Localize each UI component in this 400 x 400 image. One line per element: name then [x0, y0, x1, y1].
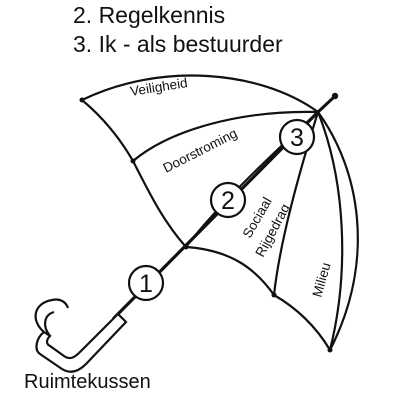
canopy-right-edge: [316, 110, 359, 352]
marker-2-label: 2: [221, 187, 235, 215]
tip-knob: [331, 92, 339, 100]
footer-label: Ruimtekussen: [24, 371, 151, 393]
canopy-rib-4: [316, 110, 344, 352]
canopy-scallop-2: [131, 159, 188, 249]
marker-2: 2: [209, 181, 247, 219]
handle-grip: [35, 312, 128, 373]
canopy-rib-1: [131, 110, 320, 163]
canopy-scallop-4: [272, 293, 332, 352]
canopy-scallop-1: [80, 98, 135, 163]
canopy-point-2: [130, 158, 136, 164]
handle-hook: [34, 298, 70, 333]
panel-label-doorstroming: Doorstroming: [161, 126, 240, 176]
marker-3-label: 3: [290, 124, 304, 152]
canopy-point-4: [271, 292, 277, 298]
marker-3-circle: [278, 118, 316, 156]
umbrella-tip: [316, 92, 339, 114]
marker-1-circle: [127, 264, 165, 302]
umbrella-handle: [34, 298, 128, 373]
panel-label-veiligheid: Veiligheid: [129, 75, 188, 99]
canopy-point-5: [327, 347, 333, 353]
panel-label-milieu: Milieu: [309, 261, 333, 299]
canopy-left-edge: [80, 74, 320, 114]
handle-hook-inner: [44, 310, 55, 337]
canopy-scallop-3: [184, 245, 276, 297]
marker-1: 1: [127, 264, 165, 302]
marker-3: 3: [278, 118, 316, 156]
tip-spike: [316, 96, 335, 114]
marker-1-label: 1: [139, 270, 153, 298]
header-item-2: 2. Regelkennis: [73, 2, 226, 28]
marker-2-circle: [209, 181, 247, 219]
canopy-point-1: [79, 97, 85, 103]
header-item-3: 3. Ik - als bestuurder: [73, 31, 283, 57]
